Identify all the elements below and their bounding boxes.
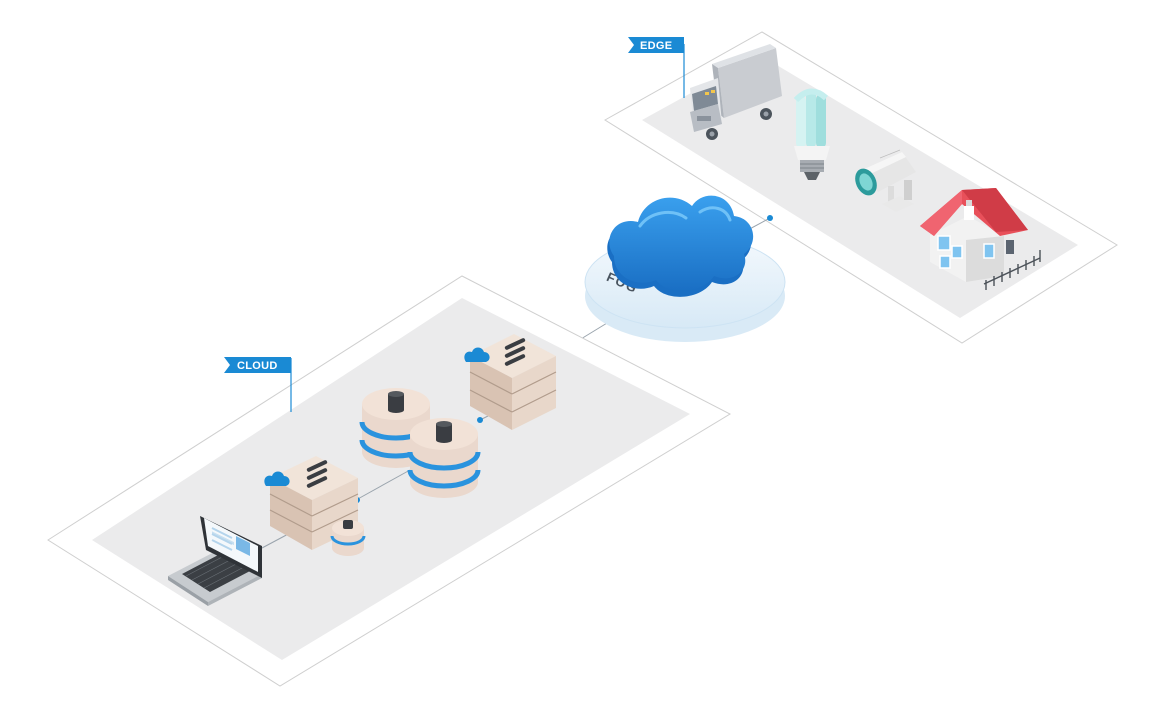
- cloud-badge-icon: [264, 471, 290, 486]
- edge-flag: EDGE: [628, 37, 685, 98]
- database-icon: [330, 520, 366, 556]
- edge-label: EDGE: [640, 40, 672, 52]
- house-icon: [920, 188, 1041, 290]
- cloud-badge-icon: [464, 347, 490, 362]
- db-connector-dot: [477, 417, 483, 423]
- edge-connector-dot: [767, 215, 773, 221]
- fog-node: FOG: [584, 195, 786, 342]
- cloud-flag: CLOUD: [224, 357, 292, 412]
- database-icon: [407, 418, 481, 498]
- cloud-label: CLOUD: [237, 360, 278, 372]
- cloud-zone: CLOUD: [47, 275, 732, 687]
- light-bulb-icon: [793, 88, 830, 180]
- edge-zone: EDGE: [604, 31, 1118, 344]
- fog-cloud-icon: [607, 195, 754, 297]
- server-icon: [469, 334, 557, 430]
- truck-icon: [690, 44, 782, 140]
- security-camera-icon: [855, 149, 916, 212]
- laptop-icon: [168, 516, 262, 606]
